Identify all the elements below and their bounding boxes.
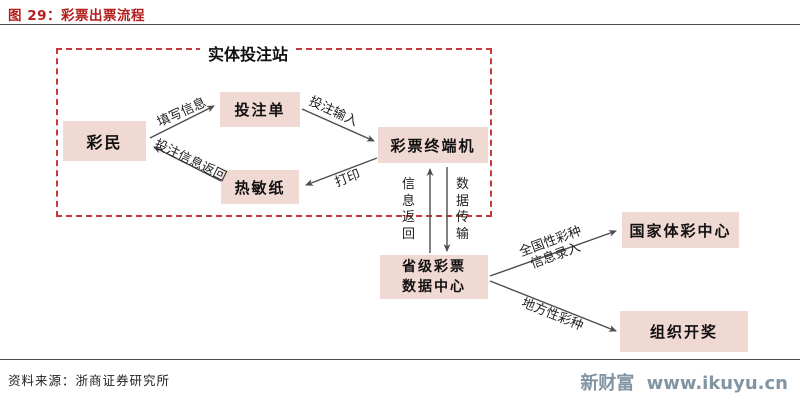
header-divider (0, 24, 800, 25)
watermark: 新财富 www.ikuyu.cn (580, 369, 788, 395)
watermark-brand: 新财富 (580, 373, 635, 394)
node-organize-draw-label: 组织开奖 (649, 323, 718, 341)
node-lottery-player-label: 彩民 (86, 133, 123, 152)
figure-title: 图 29：彩票出票流程 (8, 8, 145, 24)
footer-divider (0, 359, 800, 360)
node-betting-slip: 投注单 (220, 92, 300, 127)
node-betting-slip-label: 投注单 (234, 101, 286, 119)
node-national-sports-lottery-center-label: 国家体彩中心 (629, 221, 732, 240)
watermark-site-url: www.ikuyu.cn (646, 373, 788, 394)
node-organize-draw: 组织开奖 (620, 311, 748, 352)
physical-betting-station-label: 实体投注站 (200, 41, 297, 65)
edge-label-national-lottery-entry: 全国性彩种 信息录入 (517, 224, 588, 274)
node-national-sports-lottery-center: 国家体彩中心 (622, 212, 739, 248)
edge-label-data-transfer: 数据传输 (455, 177, 469, 242)
node-provincial-data-center: 省级彩票 数据中心 (380, 255, 488, 299)
node-lottery-terminal-label: 彩票终端机 (390, 136, 476, 155)
node-provincial-data-center-line1: 省级彩票 (402, 259, 466, 275)
source-note: 资料来源：浙商证券研究所 (8, 373, 171, 388)
node-thermal-paper-label: 热敏纸 (234, 178, 286, 197)
node-lottery-player: 彩民 (63, 121, 146, 161)
edge-label-local-lottery: 地方性彩种 (519, 295, 586, 334)
node-thermal-paper: 热敏纸 (221, 170, 299, 204)
node-lottery-terminal: 彩票终端机 (378, 127, 488, 163)
edge-label-info-return: 信息返回 (401, 177, 415, 242)
node-provincial-data-center-line2: 数据中心 (402, 279, 466, 295)
